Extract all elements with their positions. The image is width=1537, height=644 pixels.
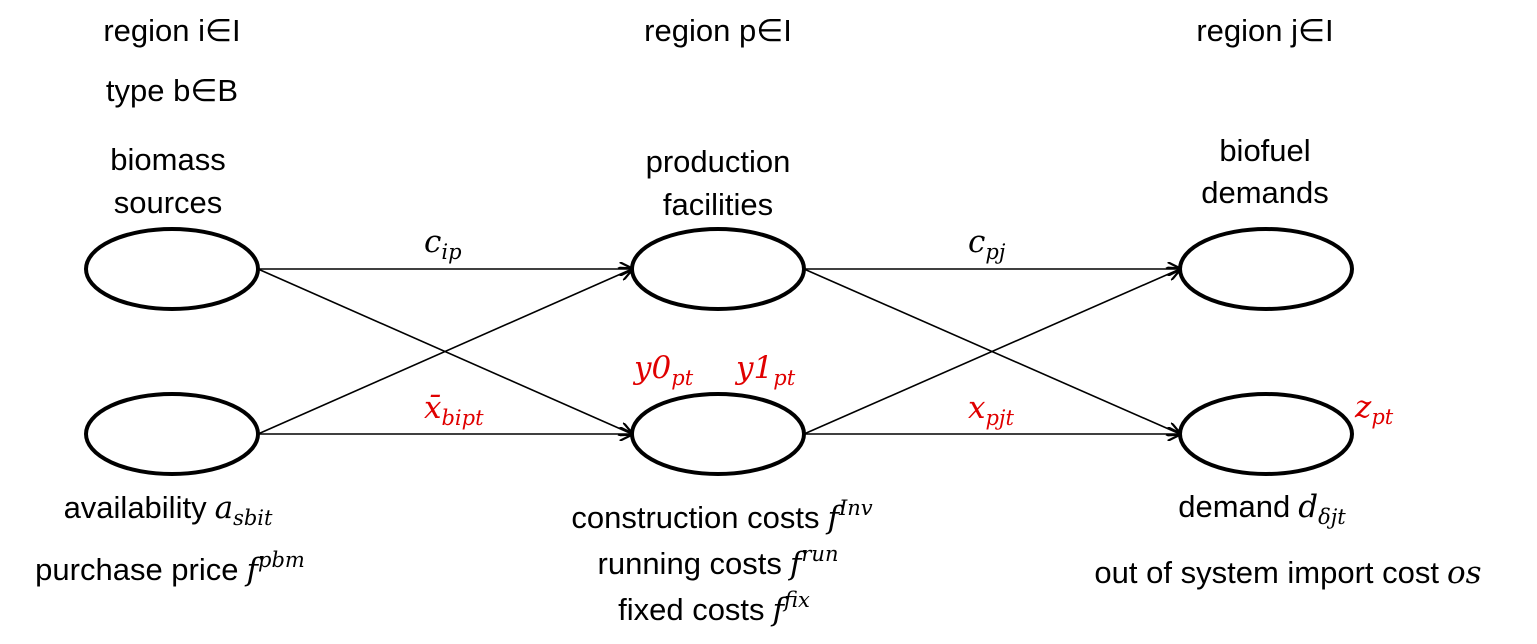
facility-var-y1: y1pt: [734, 350, 796, 390]
demand-title-line1: biofuel: [1219, 133, 1310, 168]
production-facility-node-1: [630, 227, 806, 311]
production-facility-node-2: [630, 392, 806, 476]
source-type-label: type b∈B: [106, 73, 238, 108]
biofuel-demand-node-2: [1178, 392, 1354, 476]
biomass-source-node-1: [84, 227, 260, 311]
demand-title-line2: demands: [1201, 175, 1329, 210]
biofuel-demand-node-1: [1178, 227, 1354, 311]
facility-region-label: region p∈I: [644, 13, 792, 48]
source-region-label: region i∈I: [103, 13, 240, 48]
biomass-source-node-2: [84, 392, 260, 476]
edge-label-cost-ip: cip: [424, 224, 462, 264]
demand-region-label: region j∈I: [1196, 13, 1333, 48]
edge-facility2-demand1: [803, 269, 1180, 435]
edge-source2-facility1: [257, 269, 632, 435]
facility-title-line2: facilities: [663, 187, 773, 222]
demand-var-z: zpt: [1354, 389, 1394, 429]
facility-var-y0: y0pt: [632, 350, 694, 390]
source-title-line2: sources: [114, 185, 223, 220]
edge-label-cost-pj: cpj: [968, 224, 1006, 264]
facility-title-line1: production: [646, 144, 791, 179]
source-title-line1: biomass: [110, 142, 225, 177]
edge-label-flow-bipt: x̄bipt: [424, 390, 484, 430]
edge-label-flow-pjt: xpjt: [968, 390, 1014, 430]
